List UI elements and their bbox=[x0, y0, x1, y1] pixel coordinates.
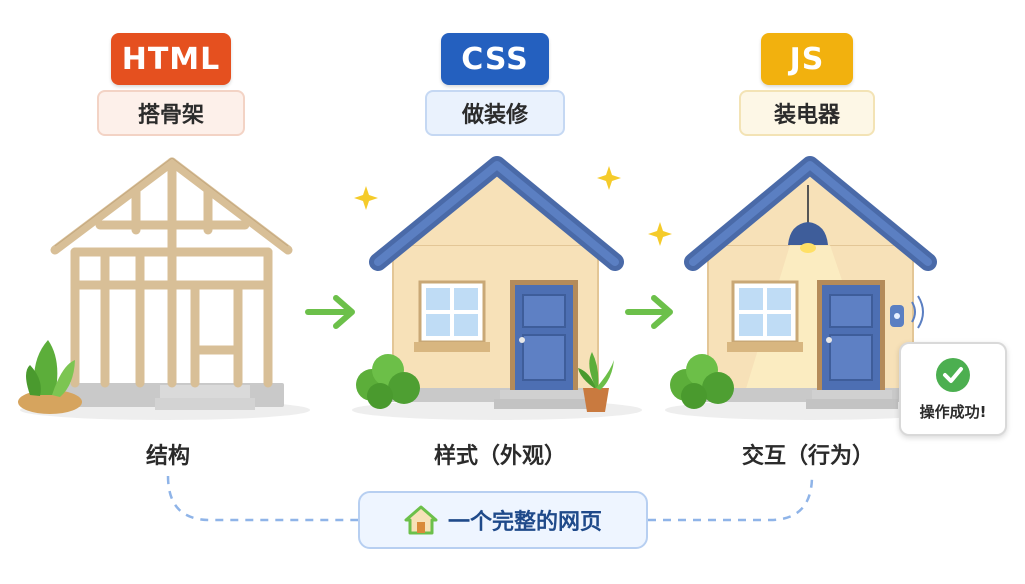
result-box: 一个完整的网页 bbox=[358, 491, 648, 549]
sparkle-icon bbox=[648, 222, 672, 246]
arrow-right-icon bbox=[305, 295, 355, 329]
css-role-label: 做装修 bbox=[425, 90, 565, 136]
html-role-label: 搭骨架 bbox=[97, 90, 245, 136]
html-badge: HTML bbox=[111, 33, 231, 85]
css-badge: CSS bbox=[441, 33, 549, 85]
html-caption: 结构 bbox=[145, 444, 190, 469]
css-caption: 样式（外观） bbox=[433, 444, 566, 469]
house-interactive-illustration bbox=[665, 156, 955, 420]
success-popup: 操作成功! bbox=[899, 342, 1007, 436]
js-caption: 交互（行为） bbox=[741, 444, 874, 469]
js-badge: JS bbox=[761, 33, 853, 85]
check-circle-icon bbox=[936, 357, 970, 392]
home-icon bbox=[404, 505, 438, 535]
result-text: 一个完整的网页 bbox=[447, 510, 602, 535]
house-frame-illustration bbox=[18, 157, 310, 420]
dashed-connector-right bbox=[648, 475, 814, 522]
popup-text: 操作成功! bbox=[919, 402, 987, 421]
house-styled-illustration bbox=[352, 156, 642, 420]
arrow-right-icon bbox=[625, 295, 673, 329]
dashed-connector-left bbox=[166, 475, 358, 522]
js-role-label: 装电器 bbox=[739, 90, 875, 136]
